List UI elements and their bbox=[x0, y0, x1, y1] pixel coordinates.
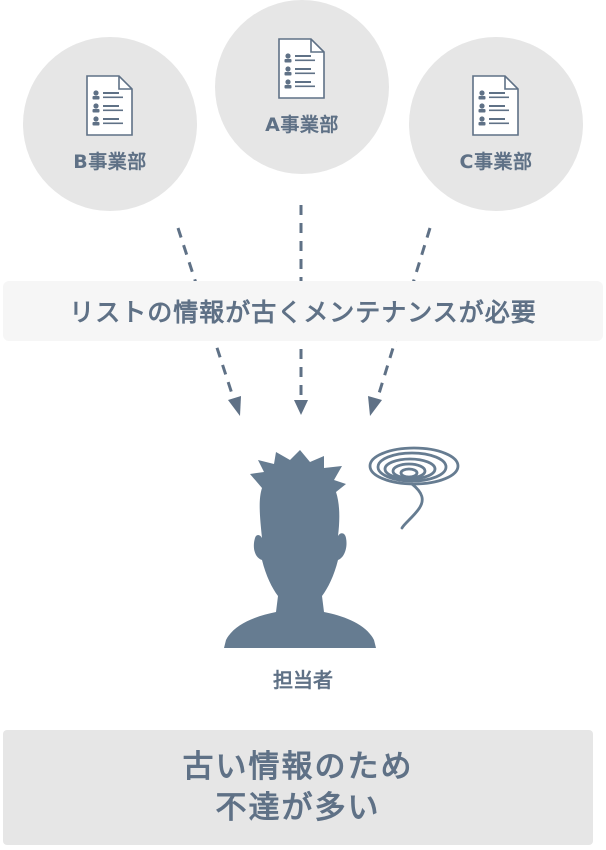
arrow-c-to-person bbox=[375, 227, 432, 401]
department-a-node: A事業部 bbox=[215, 0, 389, 174]
department-b-label: B事業部 bbox=[73, 150, 147, 173]
result-line-1: 古い情報のため bbox=[182, 748, 414, 785]
result-box: 古い情報のため 不達が多い bbox=[3, 730, 593, 845]
arrow-c-head bbox=[368, 396, 382, 416]
result-line-2: 不達が多い bbox=[215, 789, 381, 826]
department-c-label: C事業部 bbox=[459, 150, 533, 173]
department-c-node: C事業部 bbox=[409, 37, 583, 211]
person-silhouette-icon bbox=[224, 450, 376, 648]
document-icon bbox=[86, 74, 133, 136]
arrow-b-head bbox=[228, 396, 241, 416]
person-label: 担当者 bbox=[273, 668, 333, 692]
flow-arrows bbox=[176, 205, 432, 416]
arrow-a-head bbox=[294, 400, 308, 415]
document-icon bbox=[278, 37, 325, 99]
department-b-node: B事業部 bbox=[23, 37, 197, 211]
dizzy-swirl-icon bbox=[368, 446, 460, 530]
department-a-label: A事業部 bbox=[265, 113, 339, 136]
maintenance-banner: リストの情報が古くメンテナンスが必要 bbox=[3, 281, 603, 341]
document-icon bbox=[472, 74, 519, 136]
